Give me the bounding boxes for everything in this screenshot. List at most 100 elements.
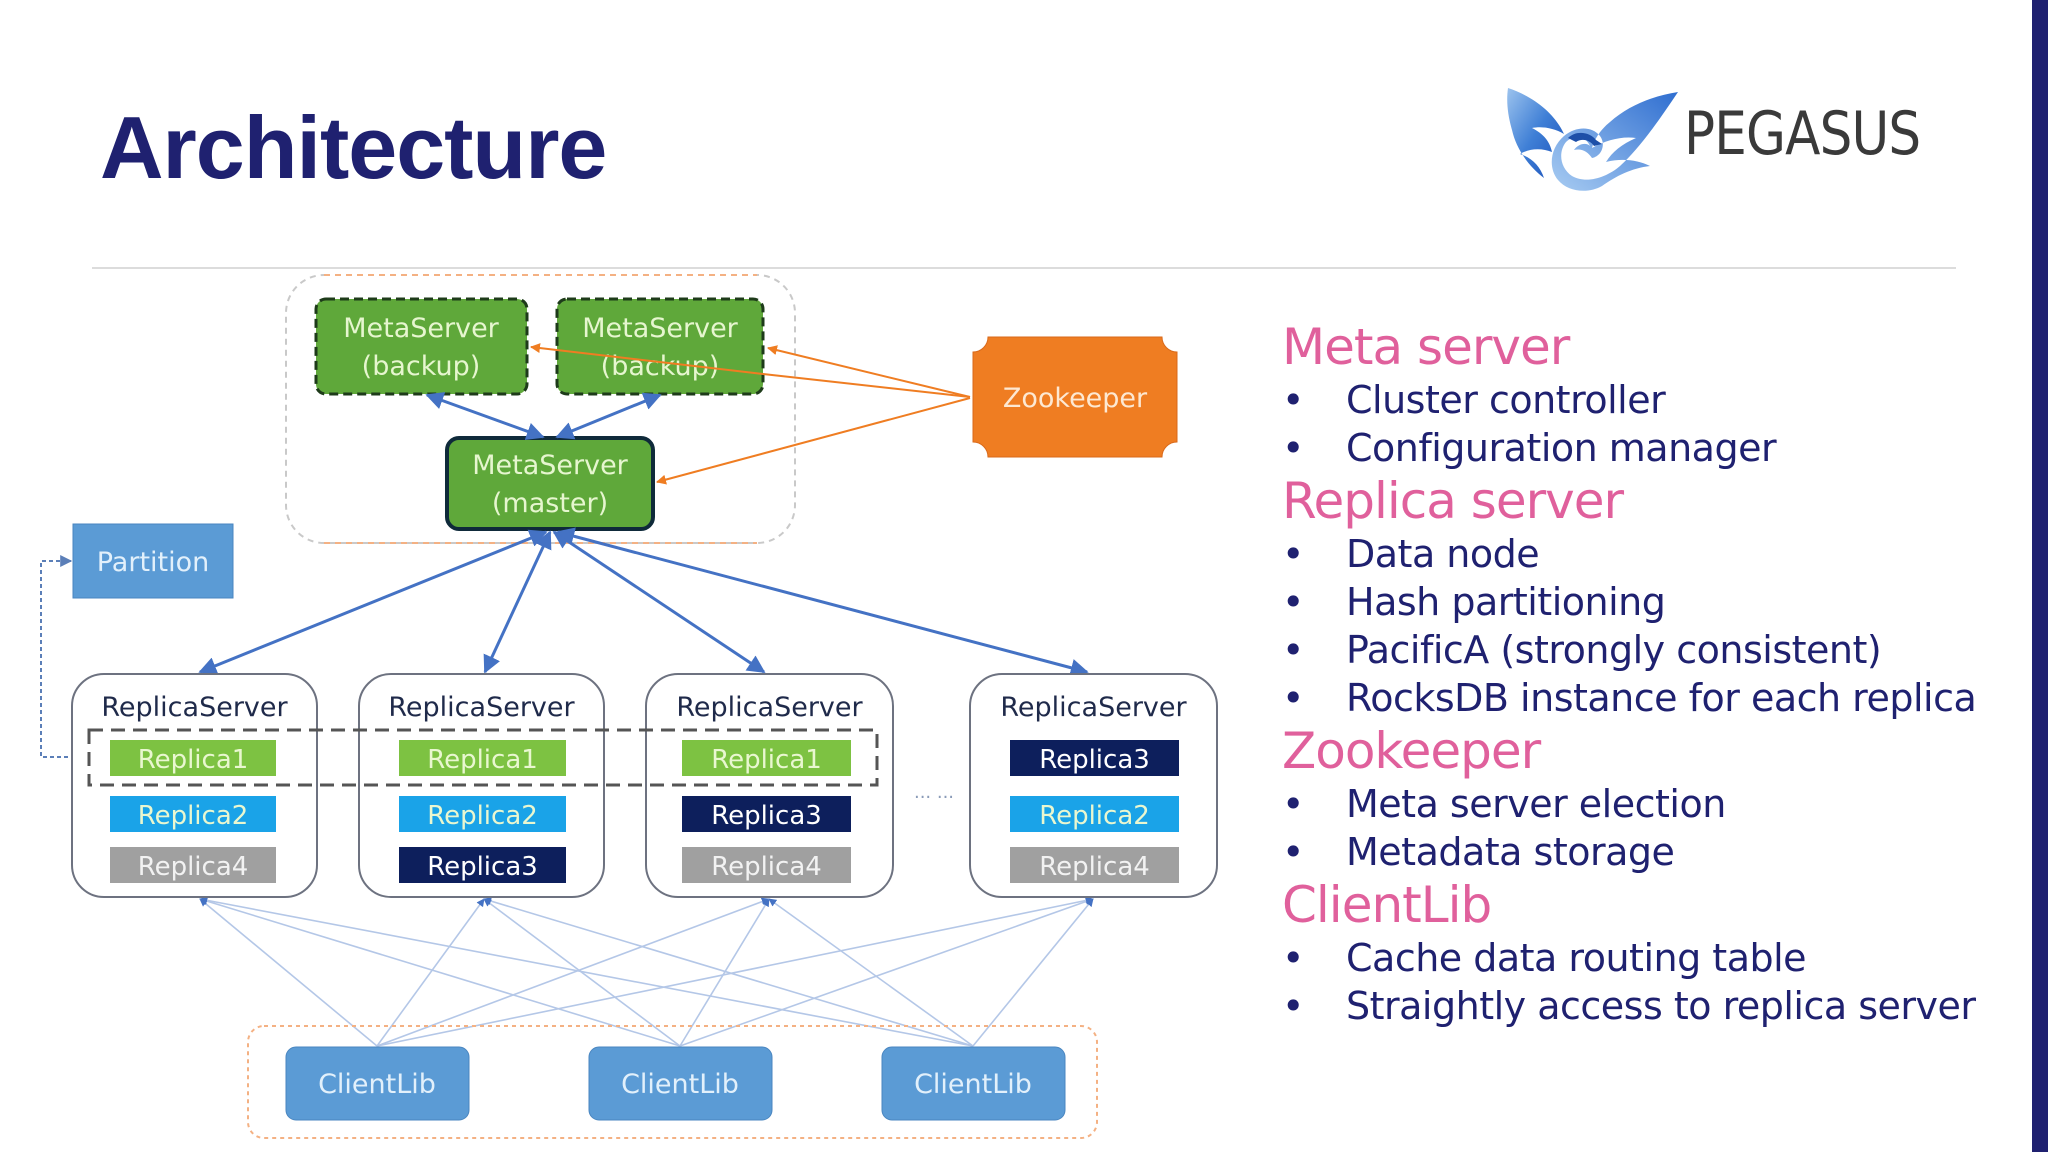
- bullet-icon: •: [1282, 936, 1304, 980]
- partition-link: [40, 555, 89, 758]
- clientlib-box: [881, 1046, 1066, 1121]
- clientlib-node-3[interactable]: ClientLib: [881, 1046, 1066, 1121]
- replica-replica1[interactable]: Replica1: [110, 740, 276, 776]
- section-heading: ClientLib: [1282, 876, 1492, 934]
- clientlib-label: ClientLib: [621, 1069, 739, 1100]
- section-heading: Meta server: [1282, 318, 1570, 376]
- meta-server-backup-1[interactable]: MetaServer (backup): [314, 297, 529, 396]
- replica-replica1[interactable]: Replica1: [399, 740, 566, 776]
- bullet-icon: •: [1282, 782, 1304, 826]
- replica-server-label: ReplicaServer: [388, 692, 575, 723]
- meta-master-line2: (master): [492, 488, 608, 519]
- bullet-text: Cluster controller: [1346, 378, 1666, 422]
- clientlib-box: [285, 1046, 470, 1121]
- slide-title: Architecture: [100, 98, 607, 197]
- replica-replica2[interactable]: Replica2: [110, 796, 276, 832]
- meta-server-master[interactable]: MetaServer (master): [445, 436, 655, 531]
- meta-server-backup-2[interactable]: MetaServer (backup): [555, 297, 765, 396]
- replica-label: Replica1: [427, 745, 538, 775]
- meta-backup-1-line1: MetaServer: [343, 313, 499, 344]
- replica-replica4[interactable]: Replica4: [1010, 847, 1179, 883]
- replica-label: Replica2: [427, 801, 538, 831]
- meta-master-line1: MetaServer: [472, 450, 628, 481]
- replica-replica3[interactable]: Replica3: [682, 796, 851, 832]
- clientlib-label: ClientLib: [318, 1069, 436, 1100]
- replica-block: [1010, 847, 1179, 883]
- bullet-item: • Straightly access to replica server: [1282, 982, 2022, 1030]
- zk-arrow-backup2: [767, 345, 971, 398]
- bullet-text: Meta server election: [1346, 782, 1726, 826]
- bullet-item: • Meta server election: [1282, 780, 2022, 828]
- arrow-master-replica-server-4: [556, 527, 1089, 677]
- bullet-text: Data node: [1346, 532, 1540, 576]
- bullet-icon: •: [1282, 426, 1304, 470]
- bullet-item: •Hash partitioning: [1282, 578, 2022, 626]
- bullet-icon: •: [1282, 378, 1304, 422]
- zk-arrow-backup1: [530, 343, 971, 398]
- replica-block: [399, 740, 566, 776]
- client-line-2-to-server-3: [679, 898, 770, 1047]
- zookeeper-node[interactable]: Zookeeper: [972, 336, 1178, 458]
- bullet-text: Straightly access to replica server: [1346, 984, 1976, 1028]
- bullet-icon: •: [1282, 984, 1304, 1028]
- accent-bar: [2032, 0, 2048, 1152]
- bullet-icon: •: [1282, 830, 1304, 874]
- replica-replica3[interactable]: Replica3: [1010, 740, 1179, 776]
- client-line-3-to-server-2: [483, 897, 974, 1047]
- title-separator: [92, 267, 1956, 269]
- replica-block: [1010, 740, 1179, 776]
- zk-arrow-master: [656, 397, 971, 485]
- replica-block: [682, 847, 851, 883]
- replica-label: Replica3: [427, 852, 538, 882]
- zookeeper-label: Zookeeper: [1003, 383, 1148, 414]
- more-servers-ellipsis: ... ...: [914, 782, 954, 803]
- bullet-icon: •: [1282, 580, 1304, 624]
- replica-block: [682, 796, 851, 832]
- bullet-text: Cache data routing table: [1346, 936, 1807, 980]
- replica-label: Replica3: [1039, 745, 1150, 775]
- replica-replica4[interactable]: Replica4: [110, 847, 276, 883]
- pegasus-logo: PEGASUS: [1502, 82, 1972, 194]
- bullet-text: RocksDB instance for each replica: [1346, 676, 1977, 720]
- replica-block: [110, 740, 276, 776]
- clientlib-label: ClientLib: [914, 1069, 1032, 1100]
- bullet-item: • Cache data routing table: [1282, 934, 2022, 982]
- section-clientlib: ClientLib•Cache data routing table•Strai…: [1282, 876, 2022, 1030]
- clientlib-group: [247, 1025, 1098, 1139]
- meta-backup-1-line2: (backup): [362, 351, 481, 382]
- replica-label: Replica3: [711, 801, 822, 831]
- partition-node[interactable]: Partition: [72, 523, 234, 599]
- replica-replica2[interactable]: Replica2: [399, 796, 566, 832]
- bullet-text: Configuration manager: [1346, 426, 1777, 470]
- section-meta-server: Meta server•Cluster controller•Configura…: [1282, 318, 2022, 472]
- replica-label: Replica2: [138, 801, 249, 831]
- client-line-1-to-server-2: [376, 898, 485, 1047]
- replica-replica2[interactable]: Replica2: [1010, 796, 1179, 832]
- replica-label: Replica1: [711, 745, 822, 775]
- replica-label: Replica4: [711, 852, 822, 882]
- clientlib-nodes: ClientLib ClientLib ClientLib: [285, 1046, 1066, 1121]
- replica-replica1[interactable]: Replica1: [682, 740, 851, 776]
- bullet-icon: •: [1282, 628, 1304, 672]
- bullet-item: • Configuration manager: [1282, 424, 2022, 472]
- logo-text: PEGASUS: [1684, 99, 1921, 169]
- client-line-3-to-server-3: [768, 898, 974, 1047]
- bullet-text: Metadata storage: [1346, 830, 1675, 874]
- arrow-backup2-master: [555, 392, 662, 440]
- section-zookeeper: Zookeeper•Meta server election•Metadata …: [1282, 722, 2022, 876]
- bullet-icon: •: [1282, 532, 1304, 576]
- bullet-item: •RocksDB instance for each replica: [1282, 674, 2022, 722]
- bullet-item: • Cluster controller: [1282, 376, 2022, 424]
- replica-block: [682, 740, 851, 776]
- replica-label: Replica2: [1039, 801, 1150, 831]
- clientlib-node-2[interactable]: ClientLib: [588, 1046, 773, 1121]
- replica-server-label: ReplicaServer: [1000, 692, 1187, 723]
- clientlib-node-1[interactable]: ClientLib: [285, 1046, 470, 1121]
- client-line-3-to-server-4: [972, 898, 1094, 1047]
- arrow-backup1-master: [425, 392, 545, 440]
- replica-replica4[interactable]: Replica4: [682, 847, 851, 883]
- replica-replica3[interactable]: Replica3: [399, 847, 566, 883]
- clientlib-box: [588, 1046, 773, 1121]
- arrow-master-replica-server-3: [552, 530, 766, 674]
